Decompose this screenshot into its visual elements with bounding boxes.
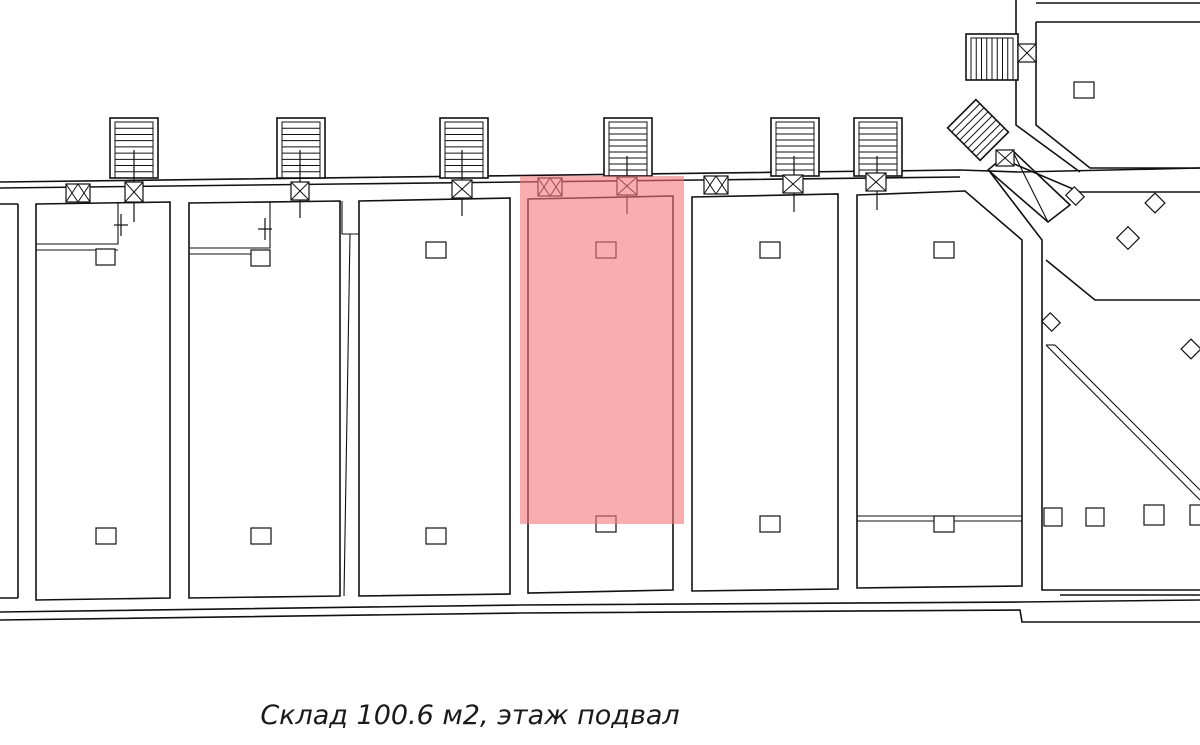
column-icon bbox=[95, 527, 117, 545]
vent-icon bbox=[703, 175, 729, 195]
vent-icon bbox=[1017, 43, 1037, 63]
right-block bbox=[986, 0, 1200, 596]
plan-caption: Склад 100.6 м2, этаж подвал bbox=[260, 700, 680, 731]
column-icon bbox=[1043, 507, 1063, 527]
column-icon bbox=[759, 515, 781, 533]
vent-icon bbox=[290, 181, 310, 201]
room-2 bbox=[188, 200, 341, 599]
vent-icon bbox=[782, 174, 804, 194]
column-icon bbox=[1085, 507, 1105, 527]
stair-icon bbox=[965, 33, 1019, 81]
column-icon bbox=[1115, 225, 1141, 251]
column-icon bbox=[425, 527, 447, 545]
vent-icon bbox=[114, 214, 128, 236]
vent-icon bbox=[65, 183, 91, 203]
column-icon bbox=[1073, 81, 1095, 99]
column-icon bbox=[1189, 504, 1200, 526]
vent-icon bbox=[865, 172, 887, 192]
stair-icon bbox=[853, 117, 903, 210]
room-3 bbox=[341, 197, 511, 597]
column-icon bbox=[425, 241, 447, 259]
column-icon bbox=[1180, 338, 1200, 360]
column-icon bbox=[933, 241, 955, 259]
column-icon bbox=[1040, 311, 1062, 333]
stair-icon bbox=[946, 98, 1010, 162]
column-icon bbox=[250, 527, 272, 545]
floor-plan bbox=[0, 0, 1200, 623]
stair-icon bbox=[439, 117, 489, 216]
column-icon bbox=[933, 515, 955, 533]
vent-icon bbox=[995, 149, 1015, 167]
stair-icon bbox=[770, 117, 820, 212]
column-icon bbox=[1064, 185, 1086, 207]
stair-icon bbox=[603, 117, 653, 214]
stair-icon bbox=[276, 117, 326, 218]
column-icon bbox=[1143, 504, 1165, 526]
vent-icon bbox=[258, 218, 272, 240]
room-1 bbox=[35, 201, 171, 601]
column-icon bbox=[759, 241, 781, 259]
room-5 bbox=[691, 193, 839, 592]
vent-icon bbox=[124, 181, 144, 203]
selected-area-highlight[interactable] bbox=[520, 176, 684, 524]
vent-icon bbox=[451, 179, 473, 199]
stair-icon bbox=[109, 117, 159, 222]
column-icon bbox=[1144, 192, 1166, 214]
